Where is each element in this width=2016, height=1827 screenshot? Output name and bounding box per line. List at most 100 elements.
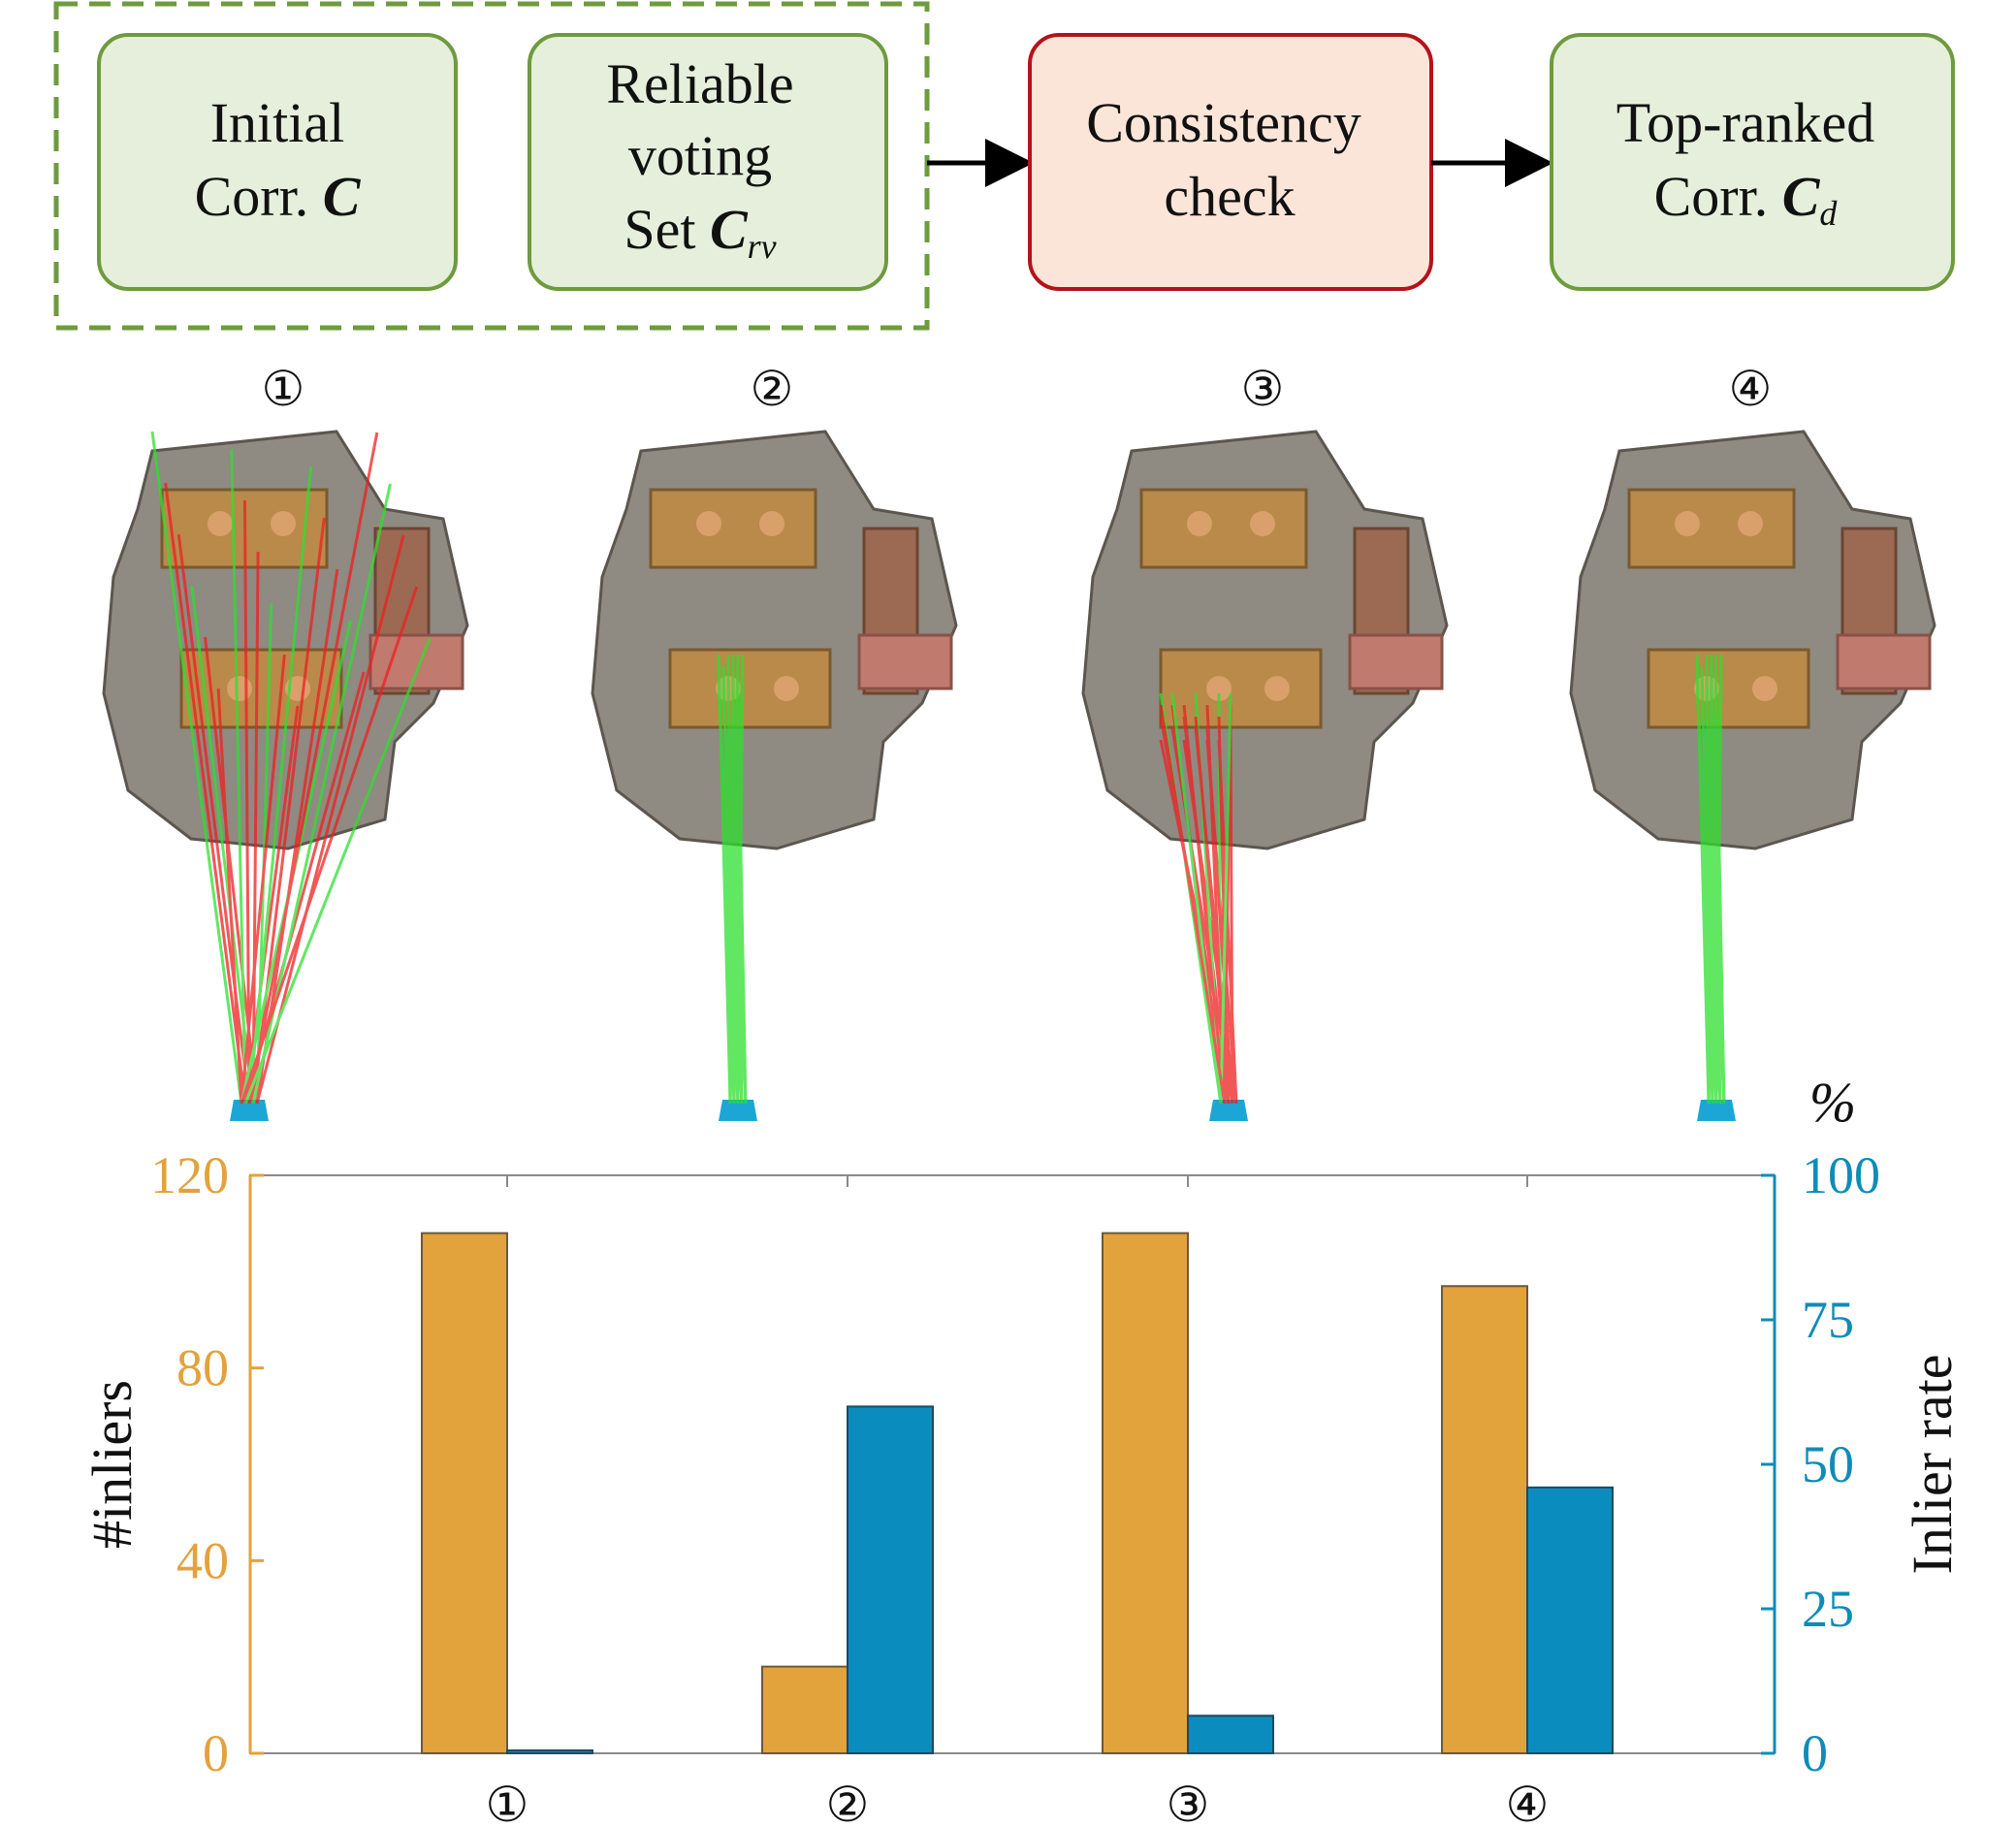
reliable-voting-box [528,33,888,291]
correspondence-line [247,432,379,1105]
chair [368,633,464,690]
bar-inlier-rate-4 [1526,1486,1614,1754]
correspondence-lines [717,654,748,1105]
lamp-1 [1675,511,1700,536]
bar-inliers-2 [761,1665,848,1754]
correspondence-line [251,551,260,1105]
left-axis-tick-label: 80 [176,1339,229,1397]
bar-inlier-rate-3 [1187,1715,1274,1755]
chart-bars [421,1232,1614,1755]
x-tick-label: ④ [1506,1777,1550,1827]
x-tick-label: ③ [1167,1777,1210,1827]
correspondence-line [1217,739,1238,1105]
table-lower [1647,648,1810,729]
inlier-chart: 0 40 80 120 0 25 50 75 100 ① ② ③ ④ #inliers Inlier… [80,1071,1964,1827]
target-object [1697,1100,1736,1121]
correspondence-line [1159,704,1227,1105]
target-object [230,1100,269,1121]
correspondence-line [1219,692,1232,1105]
lamp-4 [1264,676,1290,701]
correspondence-line [247,465,313,1105]
correspondence-line [731,665,736,1105]
right-axis-tick-label: 25 [1802,1580,1854,1638]
correspondence-line [240,586,419,1105]
initial-corr-line1: Initial [210,91,345,154]
right-axis-title: Inlier rate [1901,1354,1964,1574]
panel-1: ① [102,361,469,1121]
x-tick-label: ② [826,1777,870,1827]
panel-label: ② [751,361,794,417]
correspondence-line [243,637,432,1105]
panel-2: ② [591,361,958,1121]
lamp-2 [759,511,784,536]
chart-top-ticks [506,1175,1528,1753]
pipeline-diagram: Initial Corr. C Reliable voting Set Crv … [53,1,1955,331]
chair [1348,633,1444,690]
left-axis-title: #inliers [80,1380,144,1549]
panel-label: ③ [1241,361,1285,417]
panel-4: ④ [1569,361,1936,1121]
correspondence-line [240,654,286,1105]
correspondence-line [242,499,251,1105]
reliable-voting-line2: voting [628,124,772,187]
lamp-2 [271,511,296,536]
x-tick-label: ① [486,1777,529,1827]
top-ranked-box [1550,33,1955,291]
left-axis-tick-label: 120 [150,1146,229,1204]
target-object [1209,1100,1248,1121]
lamp-1 [1187,511,1212,536]
reliable-voting-line3: Set Crv [624,198,776,266]
correspondence-line [1705,654,1711,1105]
chair [1836,633,1932,690]
panel-label: ④ [1729,361,1773,417]
lamp-1 [208,511,233,536]
lamp-4 [1752,676,1777,701]
correspondence-line [1182,704,1227,1105]
table-upper [649,488,817,569]
lamp-3 [1206,676,1232,701]
chart-left-axis: 0 40 80 120 [150,1146,264,1782]
point-cloud-panels: ① ② ③ ④ [102,361,1936,1121]
correspondence-line [1229,727,1234,1105]
target-object [719,1100,757,1121]
table-upper [1139,488,1308,569]
table-upper [1627,488,1796,569]
lamp-3 [227,676,252,701]
consistency-check-box [1028,33,1433,291]
chair [857,633,953,690]
right-axis-tick-label: 50 [1802,1435,1854,1493]
bar-inlier-rate-1 [506,1749,593,1755]
reliable-voting-line1: Reliable [606,52,793,115]
right-axis-tick-label: 75 [1802,1291,1854,1349]
correspondence-lines [1695,654,1726,1105]
bar-inliers-3 [1102,1232,1189,1754]
bar-inliers-4 [1441,1285,1528,1754]
correspondence-line [150,431,243,1105]
input-group-dashed-frame [53,1,930,331]
correspondence-line [216,688,243,1105]
correspondence-lines [150,431,432,1105]
lamp-4 [774,676,799,701]
left-axis-tick-label: 0 [203,1724,229,1782]
lamp-2 [1250,511,1275,536]
consistency-check-line1: Consistency [1086,91,1361,154]
correspondence-line [1205,727,1234,1105]
right-axis-tick-label: 100 [1802,1146,1880,1204]
consistency-check-line2: check [1164,165,1295,228]
lamp-1 [696,511,721,536]
table-lower [1159,648,1323,729]
correspondence-lines [1159,692,1238,1105]
top-ranked-line2: Corr. Cd [1654,165,1839,233]
correspondence-line [230,448,247,1105]
right-axis-unit: % [1809,1071,1856,1134]
left-axis-tick-label: 40 [176,1531,229,1589]
panel-label: ① [262,361,305,417]
bar-inliers-1 [421,1232,508,1754]
correspondence-line [726,654,732,1105]
right-axis-tick-label: 0 [1802,1724,1828,1782]
table-lower [668,648,832,729]
bar-inlier-rate-2 [847,1405,934,1755]
lamp-2 [1738,511,1763,536]
chart-x-tick-labels: ① ② ③ ④ [486,1777,1550,1827]
